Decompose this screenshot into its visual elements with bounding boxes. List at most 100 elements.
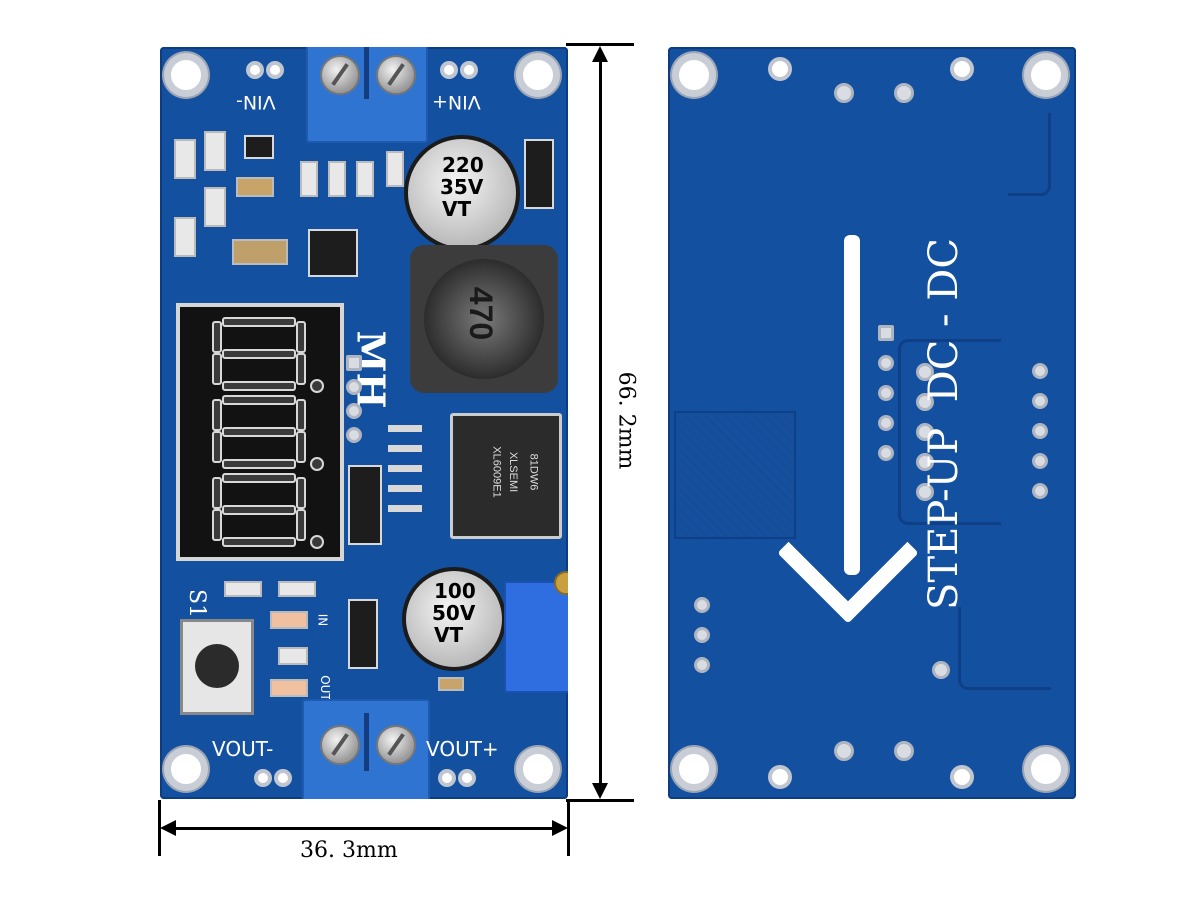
cap-value-220: 220 [442, 153, 484, 177]
cap-series-vt: VT [442, 197, 472, 221]
display-pad [878, 385, 894, 401]
mounting-hole [1024, 53, 1068, 97]
mounting-hole [516, 53, 560, 97]
button-cap[interactable] [195, 644, 239, 688]
arrowhead-up-icon [592, 46, 608, 62]
s1-tactile-button[interactable] [180, 619, 254, 715]
width-dimension-label: 36. 3mm [300, 838, 398, 863]
pin-pad [346, 355, 362, 371]
power-inductor: 470 [410, 245, 558, 393]
thermal-pad [674, 411, 796, 539]
smd-transistor [244, 135, 274, 159]
display-pad [878, 355, 894, 371]
smd-resistor [328, 161, 346, 197]
ic-pin [388, 505, 422, 512]
dimension-tick-right [567, 800, 570, 856]
display-pad [916, 483, 934, 501]
solder-pad [932, 661, 950, 679]
cap-series-vt: VT [434, 623, 464, 647]
height-dimension-line [599, 58, 602, 788]
via-hole [266, 61, 284, 79]
button-pad [694, 597, 710, 613]
mounting-hole [1024, 747, 1068, 791]
electrolytic-capacitor-100: 100 50V VT [402, 567, 506, 671]
smd-resistor [438, 677, 464, 691]
via-hole [274, 769, 292, 787]
boost-converter-ic: XL6009E1 XLSEMI 81DW6 [450, 413, 562, 539]
display-pad [878, 445, 894, 461]
pin-pad [346, 403, 362, 419]
display-pad [878, 415, 894, 431]
mounting-hole [672, 747, 716, 791]
display-digit [202, 317, 324, 393]
ic-marking: XL6009E1 [490, 446, 503, 498]
solder-pad [834, 83, 854, 103]
mounting-hole [516, 747, 560, 791]
board-title: STEP-UP DC - DC [921, 238, 967, 610]
mounting-hole [164, 747, 208, 791]
ic-marking: 81DW6 [527, 453, 540, 491]
smd-resistor [204, 131, 226, 171]
display-pad [1032, 393, 1048, 409]
label-vout-minus: VOUT- [212, 737, 274, 761]
led-in [270, 611, 308, 629]
smd-resistor [224, 581, 262, 597]
button-pad [694, 657, 710, 673]
via-hole [768, 765, 792, 789]
label-out: OUT [317, 675, 332, 701]
label-s1: S1 [184, 588, 210, 619]
smd-resistor [356, 161, 374, 197]
label-in: IN [315, 613, 330, 627]
pcb-trace [958, 607, 1051, 690]
display-pad [1032, 423, 1048, 439]
width-dimension-line [172, 827, 556, 830]
display-digit [202, 395, 324, 471]
display-pad [878, 325, 894, 341]
smd-resistor [278, 647, 308, 665]
via-hole [438, 769, 456, 787]
cap-voltage-35v: 35V [440, 175, 484, 199]
arrowhead-down-icon [592, 783, 608, 799]
dimension-tick-left [158, 800, 161, 856]
ic-pin [388, 485, 422, 492]
pot-adjust-screw[interactable] [554, 571, 568, 595]
smd-capacitor [232, 239, 288, 265]
smd-resistor [174, 217, 196, 257]
display-digit [202, 473, 324, 549]
via-hole [768, 57, 792, 81]
ic-pin [388, 465, 422, 472]
button-pad [694, 627, 710, 643]
display-pad [916, 453, 934, 471]
arrowhead-right-icon [552, 820, 568, 836]
display-pad [1032, 453, 1048, 469]
via-hole [254, 769, 272, 787]
pcb-trace [1008, 113, 1051, 196]
via-hole [460, 61, 478, 79]
seven-segment-display [176, 303, 344, 561]
display-pad [1032, 363, 1048, 379]
smd-diode [348, 465, 382, 545]
dimension-tick-bottom [566, 799, 634, 802]
via-hole [950, 57, 974, 81]
ic-pin [388, 445, 422, 452]
smd-capacitor [236, 177, 274, 197]
pin-pad [346, 379, 362, 395]
ic-marking: XLSEMI [507, 451, 520, 493]
arrowhead-left-icon [160, 820, 176, 836]
trim-potentiometer[interactable] [504, 571, 568, 693]
electrolytic-capacitor-220: 220 35V VT [404, 135, 520, 251]
screw-icon [320, 55, 360, 95]
height-dimension-label: 66. 2mm [613, 360, 639, 481]
display-pad [1032, 483, 1048, 499]
output-terminal-block [302, 699, 430, 799]
pin-pad [346, 427, 362, 443]
solder-pad [834, 741, 854, 761]
solder-pad [894, 741, 914, 761]
smd-regulator [308, 229, 358, 277]
smd-resistor [386, 151, 404, 187]
smd-resistor [174, 139, 196, 179]
smd-diode [348, 599, 378, 669]
display-pad [916, 363, 934, 381]
label-vin-plus: VIN+ [432, 91, 481, 113]
ic-pin [388, 425, 422, 432]
